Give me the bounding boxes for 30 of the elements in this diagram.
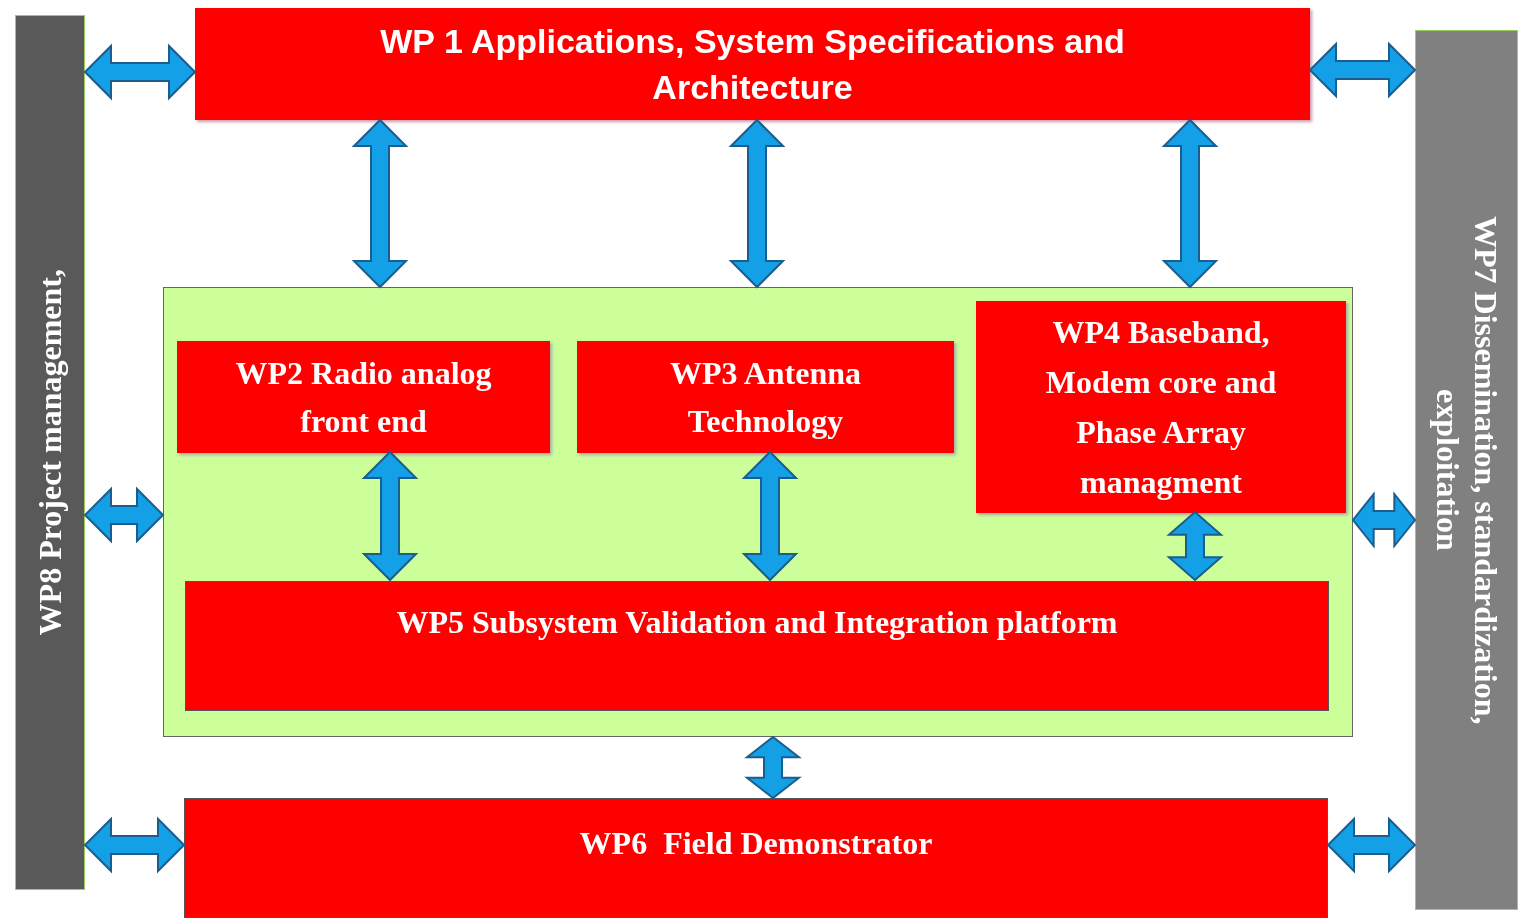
node-label: WP4 Baseband, Modem core and Phase Array managment [1044,313,1278,502]
double-arrow [361,450,419,582]
double-arrow [1326,816,1417,874]
work-package-box [177,341,550,453]
node-label: WP2 Radio analog front end [234,354,493,441]
side-bar [15,15,85,890]
node-label: WP6 Field Demonstrator [579,824,933,863]
node-label: WP8 Project management, [31,269,69,636]
double-arrow [741,450,799,582]
work-package-box [577,341,954,453]
node-label: WP5 Subsystem Validation and Integration platform [396,603,1118,642]
double-arrow [1166,510,1224,582]
work-package-box [976,301,1346,513]
double-arrow [1308,41,1417,99]
double-arrow [83,43,197,101]
double-arrow [744,735,802,800]
double-arrow [83,816,186,874]
double-arrow [1351,491,1417,549]
work-package-box [184,798,1328,918]
double-arrow [351,118,409,289]
work-package-box [195,8,1310,120]
double-arrow [1161,118,1219,289]
group-panel [163,287,1353,737]
node-label: WP 1 Applications, System Specifications and Architecture [379,21,1126,108]
side-bar [1415,30,1518,910]
work-package-box [185,581,1329,711]
node-label: WP3 Antenna Technology [668,354,863,441]
double-arrow [83,486,165,544]
double-arrow [728,118,786,289]
node-label: WP7 Dissemination, standardization, exploitation [1428,214,1505,727]
